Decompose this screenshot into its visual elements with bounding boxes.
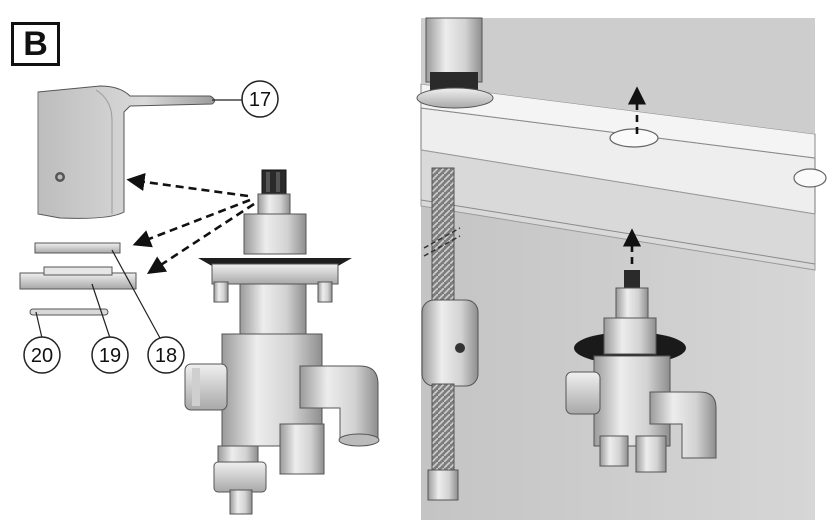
leader-lines — [35, 99, 242, 339]
valve-assembly-left — [184, 169, 380, 515]
callout-17: 17 — [241, 80, 279, 118]
callout-18-label: 18 — [155, 345, 177, 367]
explode-arrows — [126, 172, 255, 274]
callout-19: 19 — [91, 336, 129, 374]
plate-part-18 — [34, 242, 121, 254]
step-letter: B — [23, 25, 48, 63]
installation-panel — [416, 17, 827, 520]
callout-19-label: 19 — [99, 345, 121, 367]
base-plate-part-19 — [19, 266, 137, 290]
washer-part-20 — [29, 308, 109, 316]
install-arrows — [622, 86, 647, 264]
step-label: B — [11, 22, 60, 66]
callout-17-label: 17 — [249, 89, 271, 111]
callout-20-label: 20 — [31, 345, 53, 367]
handle-part — [37, 85, 216, 219]
callout-18: 18 — [147, 336, 185, 374]
callout-20: 20 — [23, 336, 61, 374]
